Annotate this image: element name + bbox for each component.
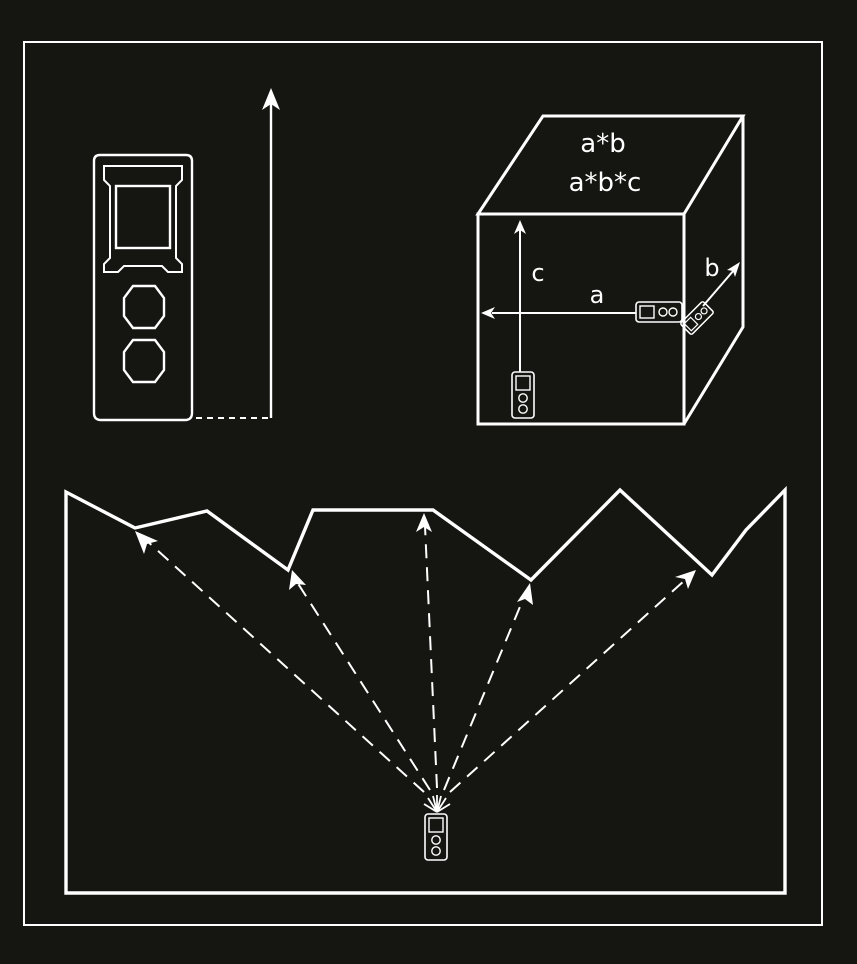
laser-distance-meter-icon: [92, 153, 194, 422]
arrow-icon: [702, 262, 740, 307]
label-b: b: [704, 254, 719, 282]
terrain-outline: [64, 485, 787, 895]
laser-distance-meter-icon: [424, 813, 448, 861]
cube-outline: [475, 114, 746, 426]
arrow-icon: [481, 307, 636, 319]
volume-measurement-panel: a*b a*b*c c a b: [475, 114, 746, 426]
beam-arrowheads: [135, 513, 696, 605]
arrow-icon: [514, 220, 526, 372]
laser-distance-meter-icon: [635, 301, 683, 323]
laser-distance-meter-icon: [511, 371, 535, 419]
volume-formula: a*b*c: [569, 168, 642, 198]
measurement-beams: [145, 525, 686, 793]
outer-frame: [23, 41, 823, 926]
multi-point-measurement-panel: [64, 485, 787, 895]
area-formula: a*b: [580, 129, 625, 159]
label-c: c: [531, 259, 544, 287]
single-measurement-panel: [92, 88, 280, 422]
laser-distance-meter-icon: [680, 301, 714, 335]
label-a: a: [590, 281, 605, 309]
arrow-icon: [262, 88, 280, 418]
laser-emitter-rays: [423, 795, 451, 813]
